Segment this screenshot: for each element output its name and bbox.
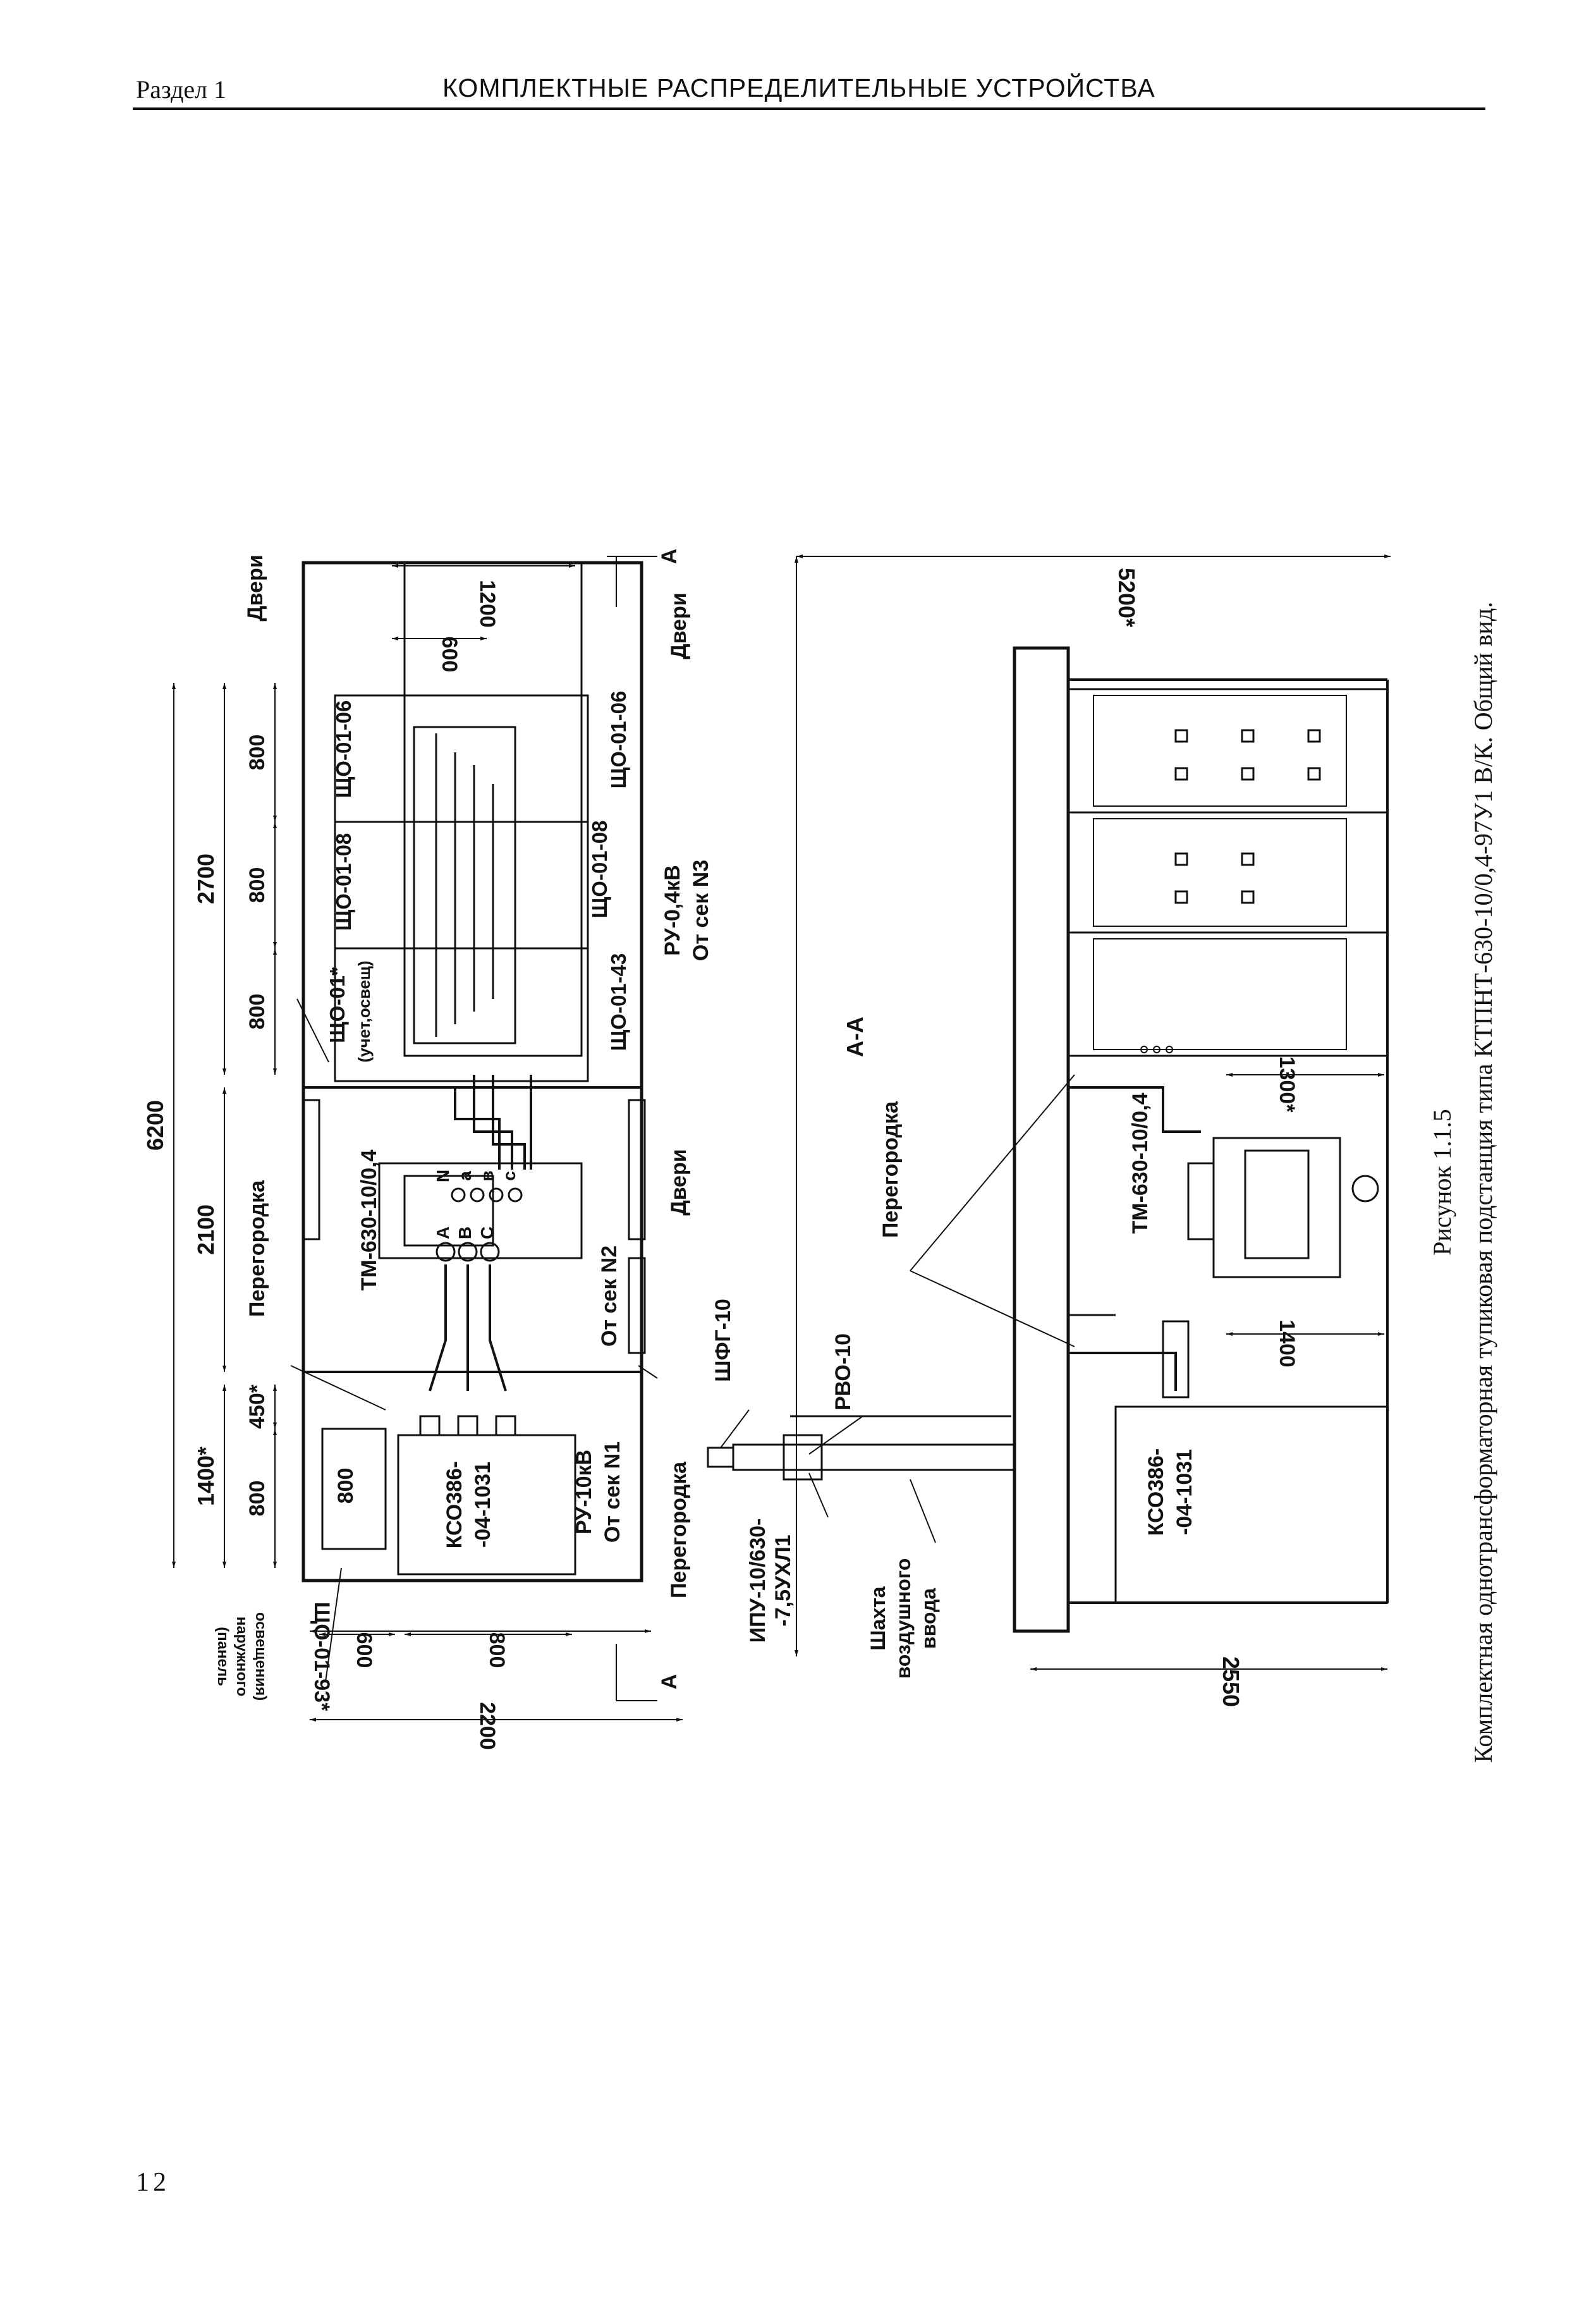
phase-B: В	[455, 1227, 475, 1239]
label-shfg: ШФГ-10	[711, 1299, 735, 1382]
label-doors-right: Двери	[667, 592, 691, 659]
label-ru10-sek: От сек N1	[600, 1441, 624, 1543]
dim-1300: 1300*	[1275, 1056, 1299, 1113]
label-ru04-sek: От сек N3	[689, 860, 713, 961]
section-aa-view	[707, 646, 1389, 1633]
label-tm-plan: ТМ-630-10/0,4	[357, 1149, 381, 1290]
plan-dimensions	[172, 556, 683, 1722]
header-rule	[133, 107, 1485, 110]
label-shd93-sub-3: освещения)	[252, 1612, 269, 1701]
label-shd-01-08-b: ЩО-01-08	[588, 821, 611, 919]
label-ipu-1: ИПУ-10/630-	[746, 1519, 770, 1643]
label-shd-01-08-a: ЩО-01-08	[332, 833, 355, 931]
dim-2200: 2200	[475, 1702, 499, 1750]
dim-2700: 2700	[193, 854, 219, 904]
running-title: КОМПЛЕКТНЫЕ РАСПРЕДЕЛИТЕЛЬНЫЕ УСТРОЙСТВА	[442, 73, 1155, 102]
label-partition-section: Перегородка	[879, 1101, 903, 1238]
dim-600: 600	[437, 637, 461, 673]
label-shd-01-06-b: ЩО-01-06	[607, 691, 630, 789]
label-rvo: РВО-10	[831, 1333, 855, 1410]
label-shd-01-93: ЩО-01-93*	[310, 1602, 334, 1711]
phase-a: а	[455, 1171, 475, 1181]
ru04-cabinet-block	[334, 694, 589, 1082]
dim-800-a: 800	[245, 735, 269, 771]
label-kso-section-2: -04-1031	[1173, 1449, 1197, 1535]
label-tm-section: ТМ-630-10/0,4	[1128, 1092, 1152, 1233]
label-ru10: РУ-10кВ	[572, 1450, 596, 1534]
busbars	[413, 726, 516, 1044]
label-shd-01: ЩО-01*	[326, 967, 349, 1043]
phase-N: N	[433, 1170, 453, 1182]
transformer-plan	[378, 1162, 583, 1259]
label-section-aa: А-А	[842, 1017, 868, 1057]
phase-A: А	[433, 1227, 453, 1239]
marker-a-top: А	[657, 549, 681, 565]
label-kso-plan-1: КСО386-	[442, 1461, 466, 1549]
dim-1200: 1200	[475, 580, 499, 628]
label-shaft-2: воздушного	[892, 1558, 915, 1679]
label-shd-01-06-a: ЩО-01-06	[332, 701, 355, 798]
label-ipu-2: -7,5УХЛ1	[771, 1534, 795, 1626]
phase-c: с	[499, 1171, 519, 1181]
label-kso-plan-2: -04-1031	[471, 1462, 495, 1548]
dim-2550: 2550	[1218, 1656, 1244, 1707]
dim-6200: 6200	[142, 1100, 168, 1151]
phase-C: С	[477, 1227, 497, 1239]
dim-1400-section: 1400	[1275, 1319, 1299, 1368]
dim-800-b: 800	[245, 867, 269, 903]
section-dimensions	[795, 554, 1391, 1671]
figure-number: Рисунок 1.1.5	[1428, 1109, 1456, 1256]
dim-450: 450*	[245, 1384, 269, 1429]
dim-800-inner: 800	[334, 1468, 358, 1504]
label-shd93-sub-1: (панель	[214, 1627, 231, 1686]
label-ru04: РУ-0,4кВ	[661, 865, 685, 956]
plan-view	[290, 561, 658, 1682]
marker-a-bottom: А	[657, 1674, 681, 1690]
page-number: 12	[136, 2168, 170, 2197]
label-shd-01-sub: (учет,освещ)	[355, 960, 374, 1062]
plan-dimension-text: 6200 2700 2100 1400* 800 800 800 450* 80…	[142, 580, 509, 1750]
ru04-section-cabinets	[1067, 688, 1389, 1057]
section-label: Раздел 1	[136, 75, 227, 104]
figure-title: Комплектная однотрансформаторная тупиков…	[1469, 602, 1497, 1763]
dim-800-bottom: 800	[485, 1632, 509, 1668]
phase-b: в	[477, 1170, 497, 1181]
label-otsek2: От сек N2	[597, 1245, 621, 1347]
ru10-cabinet	[397, 1434, 576, 1576]
dim-5200: 5200*	[1114, 568, 1140, 627]
air-inlet-shaft	[732, 1443, 1016, 1471]
label-shaft-3: ввода	[917, 1588, 940, 1649]
label-doors-mid: Двери	[667, 1149, 691, 1215]
dim-800-c: 800	[245, 994, 269, 1030]
dim-1400: 1400*	[193, 1447, 219, 1506]
dim-800-d: 800	[245, 1481, 269, 1517]
plan-labels: Двери Двери Двери Перегородка Перегородк…	[214, 549, 713, 1711]
label-partition-plan-bottom: Перегородка	[667, 1461, 691, 1598]
label-partition-plan-top: Перегородка	[245, 1180, 269, 1317]
kso-section	[1114, 1405, 1389, 1604]
label-kso-section-1: КСО386-	[1144, 1448, 1168, 1536]
section-floor	[1013, 646, 1070, 1633]
label-shd-01-43: ЩО-01-43	[607, 953, 630, 1051]
label-doors-top: Двери	[243, 554, 267, 621]
label-shaft-1: Шахта	[867, 1586, 889, 1650]
transformer-section	[1212, 1137, 1341, 1278]
dim-600-bottom: 600	[352, 1632, 376, 1668]
dim-2100: 2100	[193, 1204, 219, 1255]
section-labels: А-А Перегородка ШФГ-10 РВО-10 ИПУ-10/630…	[711, 568, 1299, 1707]
label-shd93-sub-2: наружного	[233, 1617, 250, 1696]
figure-caption: Рисунок 1.1.5 Комплектная однотрансформа…	[1428, 602, 1497, 1763]
